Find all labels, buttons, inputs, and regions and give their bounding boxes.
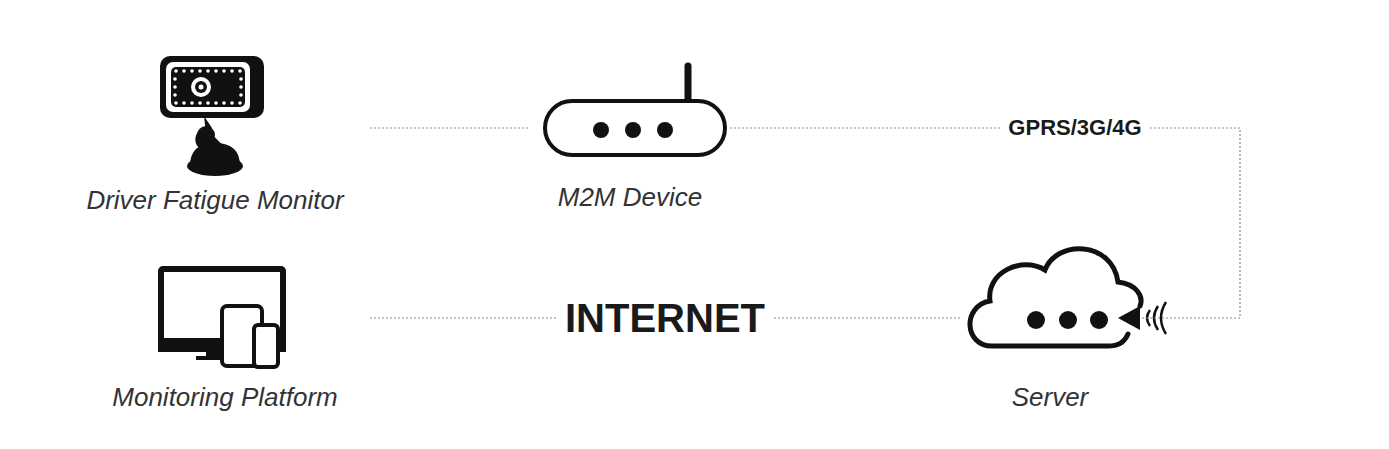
platform-devices-icon bbox=[158, 269, 286, 367]
dotted-connector bbox=[370, 127, 530, 128]
node-label: Server bbox=[1012, 381, 1089, 413]
m2m-router-icon bbox=[545, 66, 725, 155]
cloud-node: Server bbox=[960, 245, 1140, 413]
link-label: GPRS/3G/4G bbox=[1000, 115, 1149, 141]
node-label: Driver Fatigue Monitor bbox=[86, 184, 343, 216]
node-label: M2M Device bbox=[558, 181, 702, 213]
node-label: Monitoring Platform bbox=[112, 381, 337, 413]
link-label: INTERNET bbox=[557, 296, 773, 341]
router-node: M2M Device bbox=[530, 55, 730, 213]
arrowhead bbox=[1118, 306, 1140, 330]
fatigue-camera-icon bbox=[160, 56, 264, 176]
platform-node: Monitoring Platform bbox=[80, 255, 370, 413]
camera-node: Driver Fatigue Monitor bbox=[60, 50, 370, 216]
server-cloud-icon bbox=[970, 249, 1166, 346]
dotted-connector bbox=[730, 128, 1240, 318]
